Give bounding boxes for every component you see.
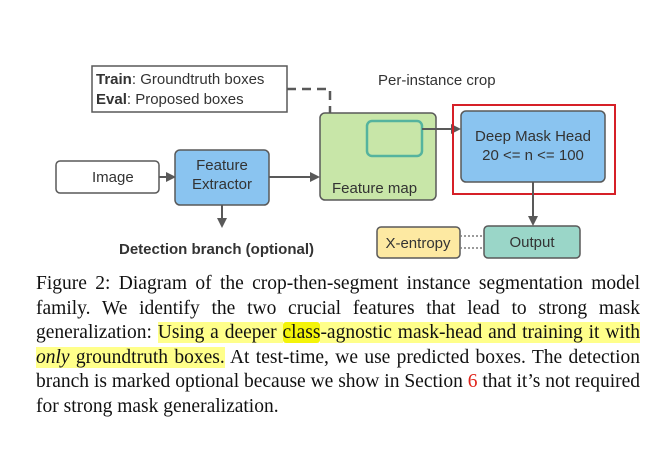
caption-highlight-3: groundtruth boxes. (69, 346, 225, 368)
image-node-label: Image (92, 169, 134, 186)
caption-middle: At test-time, we use predicted boxes. Th… (36, 346, 640, 393)
mask-head-title: Deep Mask Head (475, 128, 591, 145)
section-reference-link[interactable]: 6 (467, 371, 478, 393)
output-node: Output (483, 225, 581, 259)
legend-eval-label: Eval (96, 91, 127, 108)
caption-highlight-2: -agnostic mask-head and training it with (320, 322, 641, 344)
x-entropy-node: X-entropy (376, 226, 461, 259)
figure-caption: Figure 2: Diagram of the crop-then-segme… (36, 272, 641, 420)
caption-highlight-1: Using a deeper (157, 322, 283, 344)
caption-highlight-only: only (36, 346, 70, 368)
per-instance-crop-label: Per-instance crop (378, 72, 496, 89)
caption-intro: Figure 2: Diagram of the crop-then-segme… (36, 273, 640, 344)
image-node: Image (55, 160, 160, 194)
feature-extractor-line2: Extractor (192, 176, 252, 193)
train-eval-legend: Train: Groundtruth boxes Eval: Proposed … (91, 65, 288, 113)
legend-train-text: : Groundtruth boxes (132, 71, 265, 88)
feature-extractor-node: Feature Extractor (174, 149, 270, 206)
output-label: Output (509, 234, 555, 251)
svg-text:Eval: Proposed boxes: Eval: Proposed boxes (96, 91, 244, 108)
svg-text:Train: Groundtruth boxes: Train: Groundtruth boxes (96, 71, 264, 88)
x-entropy-label: X-entropy (385, 235, 451, 252)
loss-dotted-connectors (460, 235, 484, 249)
deep-mask-head-node: Deep Mask Head 20 <= n <= 100 (460, 110, 606, 183)
feature-extractor-line1: Feature (196, 157, 248, 174)
feature-map-label: Feature map (332, 180, 417, 197)
feature-map-node: Feature map (319, 112, 437, 201)
per-instance-crop-box (365, 119, 424, 158)
legend-train-label: Train (96, 71, 132, 88)
legend-eval-text: : Proposed boxes (127, 91, 244, 108)
caption-highlight-class: class (282, 322, 321, 344)
detection-branch-label: Detection branch (optional) (119, 241, 314, 258)
mask-head-subtitle: 20 <= n <= 100 (482, 147, 584, 164)
caption-end: that it’s not required for strong mask g… (36, 371, 641, 417)
